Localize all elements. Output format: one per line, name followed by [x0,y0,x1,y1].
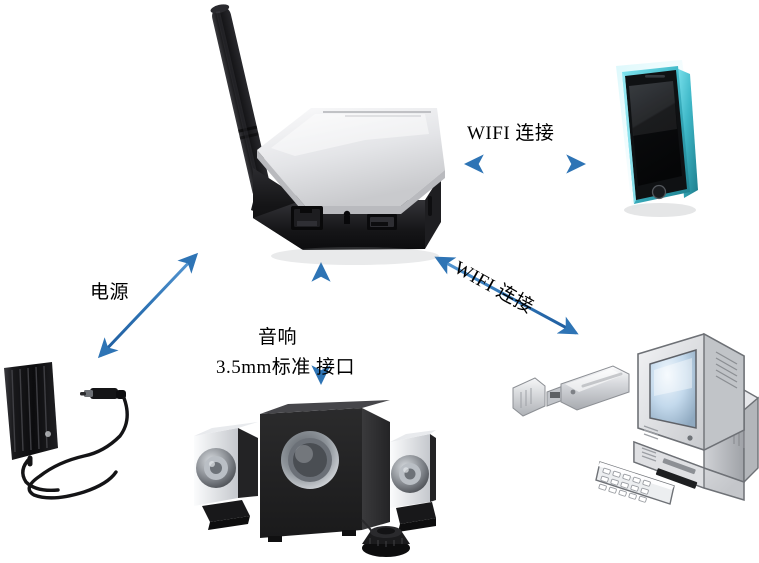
desktop-computer [592,322,759,512]
subwoofer [260,400,390,542]
label-power: 电源 [90,282,130,303]
router-ports [291,196,432,230]
label-audio-title: 音响 [258,327,298,348]
usb-adapter-body [560,365,630,411]
speaker-system [186,388,436,563]
label-wifi-phone: WIFI 连接 [467,123,555,144]
wireless-router [195,0,450,270]
smartphone [598,58,708,223]
speaker-right [390,430,436,532]
router-body-right [425,175,441,249]
router-reset-button [343,210,351,218]
router-top-shell [257,108,445,206]
computer-screen [649,348,697,429]
phone-home-button [651,184,667,200]
phone-side-edge [676,68,698,198]
label-audio-interface: 3.5mm标准 接口 [216,357,356,378]
speaker-left [194,422,258,530]
phone-screen [629,81,682,186]
volume-knob [361,519,410,557]
label-wifi-computer: WIFI 连接 [450,257,538,319]
power-cable [27,396,129,500]
usb-wifi-adapter [505,358,635,428]
router-antenna [210,4,272,201]
usb-adapter-cap [512,377,546,417]
computer-keyboard [595,461,675,505]
power-adapter [0,340,160,515]
dc-plug [80,388,126,399]
